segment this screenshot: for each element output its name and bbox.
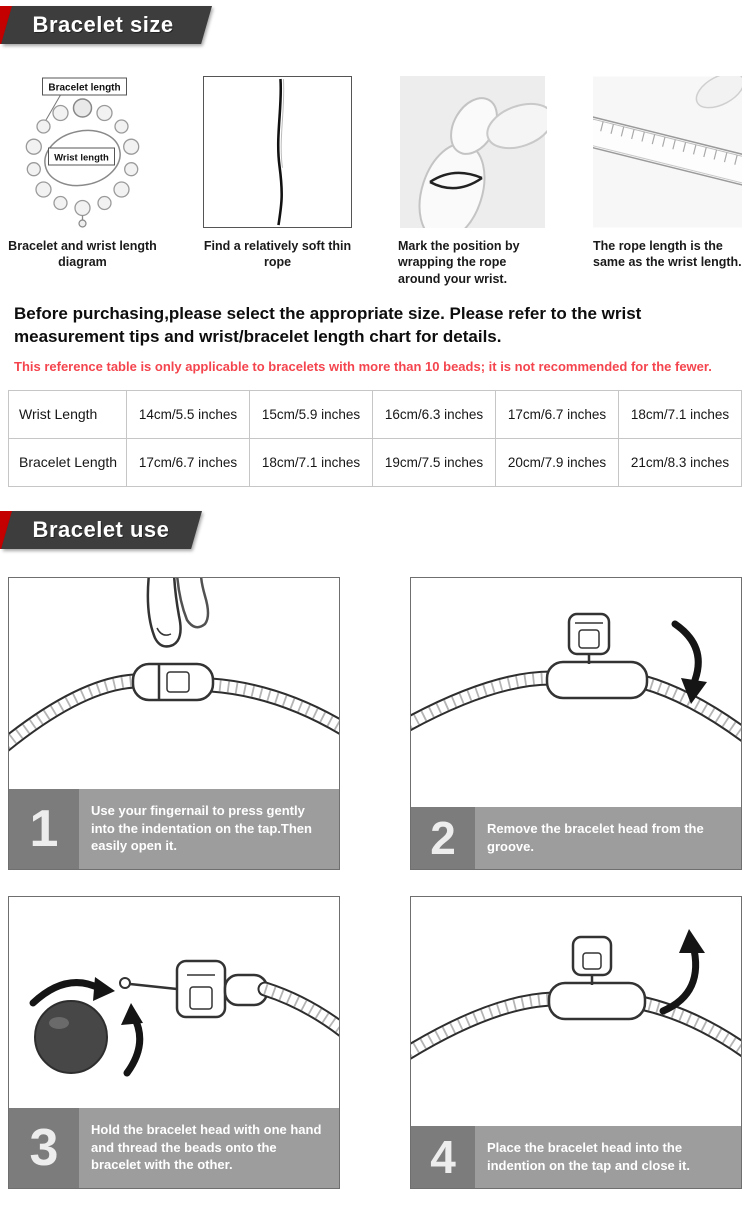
table-cell: 15cm/5.9 inches — [249, 389, 373, 439]
table-row-wrist: Wrist Length 14cm/5.5 inches 15cm/5.9 in… — [8, 389, 742, 439]
table-cell: Bracelet Length — [8, 437, 127, 487]
step-number: 2 — [411, 806, 475, 869]
usage-step-panel-2: 2 Remove the bracelet head from the groo… — [410, 576, 742, 870]
step-caption: The rope length is the same as the wrist… — [593, 239, 742, 270]
step-number: 4 — [411, 1125, 475, 1188]
rope-image — [203, 76, 352, 228]
wrist-wrap-photo — [398, 76, 547, 228]
thread-beads-illustration — [29, 959, 339, 1077]
usage-step-panel-1: 1 Use your fingernail to press gently in… — [8, 576, 340, 870]
size-reference-note: This reference table is only applicable … — [14, 358, 712, 374]
wrist-wrap-illustration — [400, 76, 547, 228]
section-title-bracelet-size: Bracelet size — [32, 12, 174, 37]
close-clasp-illustration — [411, 928, 741, 1060]
usage-panels-grid: 1 Use your fingernail to press gently in… — [0, 576, 750, 1189]
table-cell: 19cm/7.5 inches — [372, 437, 496, 487]
step-number: 3 — [9, 1107, 79, 1188]
rope-illustration — [276, 78, 285, 226]
measure-step-1: Bracelet length Wrist length Bracelet an… — [8, 76, 157, 287]
table-cell: 18cm/7.1 inches — [618, 389, 742, 439]
step-caption: Bracelet and wrist length diagram — [8, 239, 157, 270]
measuring-steps-row: Bracelet length Wrist length Bracelet an… — [0, 76, 750, 287]
table-cell: Wrist Length — [8, 389, 127, 439]
section-title-bracelet-use: Bracelet use — [32, 516, 170, 542]
open-clasp-illustration — [9, 577, 339, 752]
ruler-illustration — [593, 76, 742, 228]
usage-step-panel-4: 4 Place the bracelet head into the inden… — [410, 895, 742, 1189]
remove-head-illustration — [411, 612, 741, 742]
label-wrist-length: Wrist length — [54, 153, 109, 164]
usage-step-panel-3: 3 Hold the bracelet head with one hand a… — [8, 895, 340, 1189]
step-bar-3: 3 Hold the bracelet head with one hand a… — [9, 1107, 339, 1188]
table-cell: 16cm/6.3 inches — [372, 389, 496, 439]
table-cell: 20cm/7.9 inches — [495, 437, 619, 487]
step-caption: Find a relatively soft thin rope — [203, 239, 352, 270]
section-banner-bracelet-size: Bracelet size — [0, 6, 260, 44]
table-cell: 14cm/5.5 inches — [126, 389, 250, 439]
table-cell: 18cm/7.1 inches — [249, 437, 373, 487]
step-number: 1 — [9, 788, 79, 869]
table-row-bracelet: Bracelet Length 17cm/6.7 inches 18cm/7.1… — [8, 437, 742, 487]
measure-step-3: Mark the position by wrapping the rope a… — [398, 76, 547, 287]
step-bar-1: 1 Use your fingernail to press gently in… — [9, 788, 339, 869]
banner-body: Bracelet size — [1, 6, 213, 44]
bracelet-diagram-illustration: Bracelet length Wrist length — [25, 77, 140, 228]
table-cell: 17cm/6.7 inches — [126, 437, 250, 487]
section-banner-bracelet-use: Bracelet use — [0, 510, 260, 549]
bracelet-diagram-image: Bracelet length Wrist length — [8, 76, 157, 228]
size-intro-text: Before purchasing,please select the appr… — [14, 303, 642, 346]
step-instruction: Hold the bracelet head with one hand and… — [91, 1122, 322, 1173]
table-cell: 21cm/8.3 inches — [618, 437, 742, 487]
measure-step-4: The rope length is the same as the wrist… — [593, 76, 742, 287]
step-bar-4: 4 Place the bracelet head into the inden… — [411, 1125, 741, 1188]
step-caption: Mark the position by wrapping the rope a… — [398, 239, 520, 286]
label-bracelet-length: Bracelet length — [48, 83, 120, 94]
step-bar-2: 2 Remove the bracelet head from the groo… — [411, 806, 741, 869]
step-instruction: Remove the bracelet head from the groove… — [487, 821, 704, 854]
banner-body: Bracelet use — [1, 510, 203, 549]
measure-step-2: Find a relatively soft thin rope — [203, 76, 352, 287]
table-cell: 17cm/6.7 inches — [495, 389, 619, 439]
step-instruction: Use your fingernail to press gently into… — [91, 803, 312, 854]
step-instruction: Place the bracelet head into the indenti… — [487, 1140, 690, 1173]
size-table: Wrist Length 14cm/5.5 inches 15cm/5.9 in… — [8, 389, 742, 487]
ruler-photo — [593, 76, 742, 228]
